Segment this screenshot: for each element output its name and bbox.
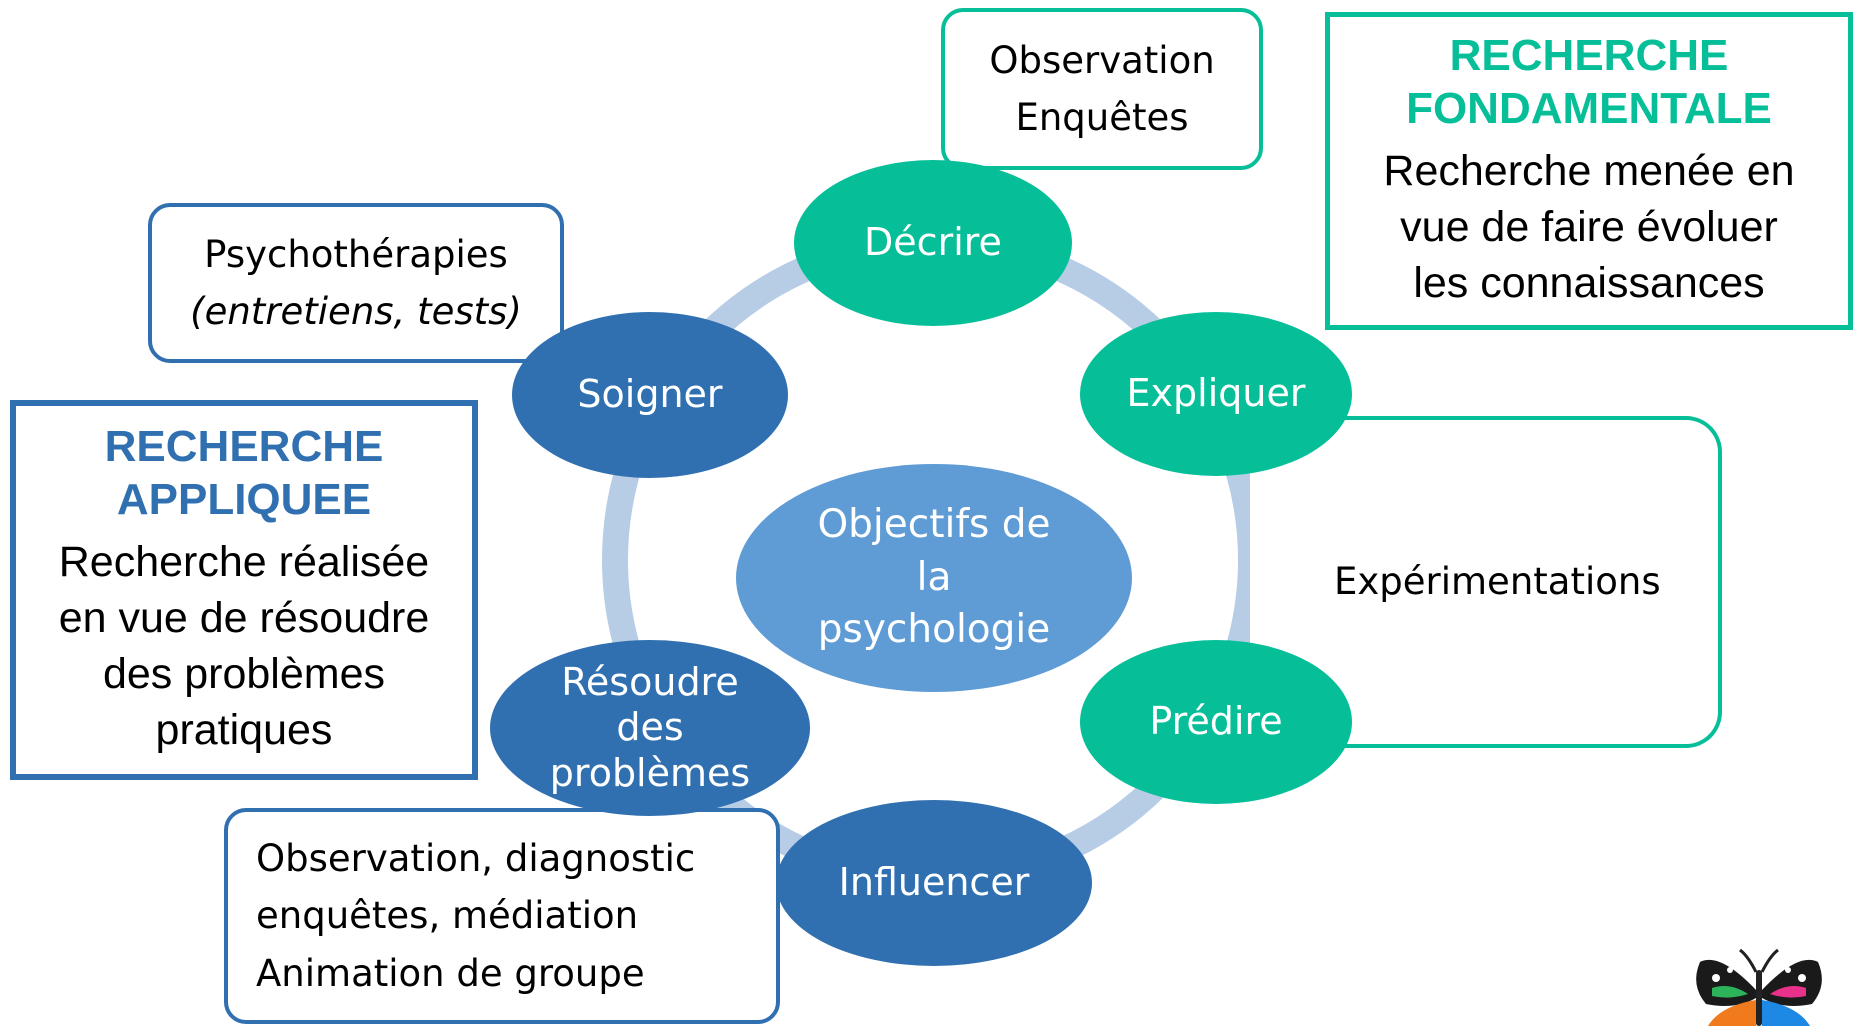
node-label: Expliquer — [1126, 371, 1306, 416]
box-line: Observation, diagnostic — [256, 836, 696, 880]
node-decrire: Décrire — [794, 160, 1072, 326]
observation-diagnostic-box: Observation, diagnostic enquêtes, médiat… — [224, 808, 780, 1024]
node-label: Prédire — [1149, 699, 1283, 744]
node-label: Décrire — [864, 220, 1002, 265]
box-line: Psychothérapies — [204, 232, 508, 276]
recherche-fondamentale-box: RECHERCHE FONDAMENTALE Recherche menée e… — [1325, 12, 1853, 330]
center-line: la — [916, 554, 952, 600]
research-description: Recherche réalisée en vue de résoudre de… — [58, 538, 430, 754]
research-heading: RECHERCHE APPLIQUEE — [104, 422, 384, 525]
node-label: Soigner — [577, 372, 723, 417]
node-objectifs-center: Objectifs de la psychologie — [736, 464, 1132, 692]
recherche-appliquee-box: RECHERCHE APPLIQUEE Recherche réalisée e… — [10, 400, 478, 780]
node-expliquer: Expliquer — [1080, 312, 1352, 476]
box-line: Animation de groupe — [256, 951, 645, 995]
node-label: Influencer — [838, 860, 1030, 905]
research-heading: RECHERCHE FONDAMENTALE — [1406, 31, 1772, 134]
node-label: Résoudre des problèmes — [549, 659, 751, 795]
box-line: enquêtes, médiation — [256, 894, 639, 938]
box-line: Observation — [989, 38, 1215, 82]
observation-enquetes-box: Observation Enquêtes — [941, 8, 1263, 170]
research-description: Recherche menée en vue de faire évoluer … — [1383, 146, 1795, 307]
center-line: Objectifs de — [817, 502, 1051, 548]
node-resoudre: Résoudre des problèmes — [490, 640, 810, 816]
center-line: psychologie — [817, 607, 1051, 653]
node-soigner: Soigner — [512, 312, 788, 478]
node-predire: Prédire — [1080, 640, 1352, 804]
experimentations-text: Expérimentations — [1334, 560, 1661, 603]
box-line-italic: (entretiens, tests) — [190, 290, 522, 333]
box-line: Enquêtes — [1015, 96, 1189, 139]
psychotherapies-box: Psychothérapies (entretiens, tests) — [148, 203, 564, 363]
node-influencer: Influencer — [776, 800, 1092, 966]
